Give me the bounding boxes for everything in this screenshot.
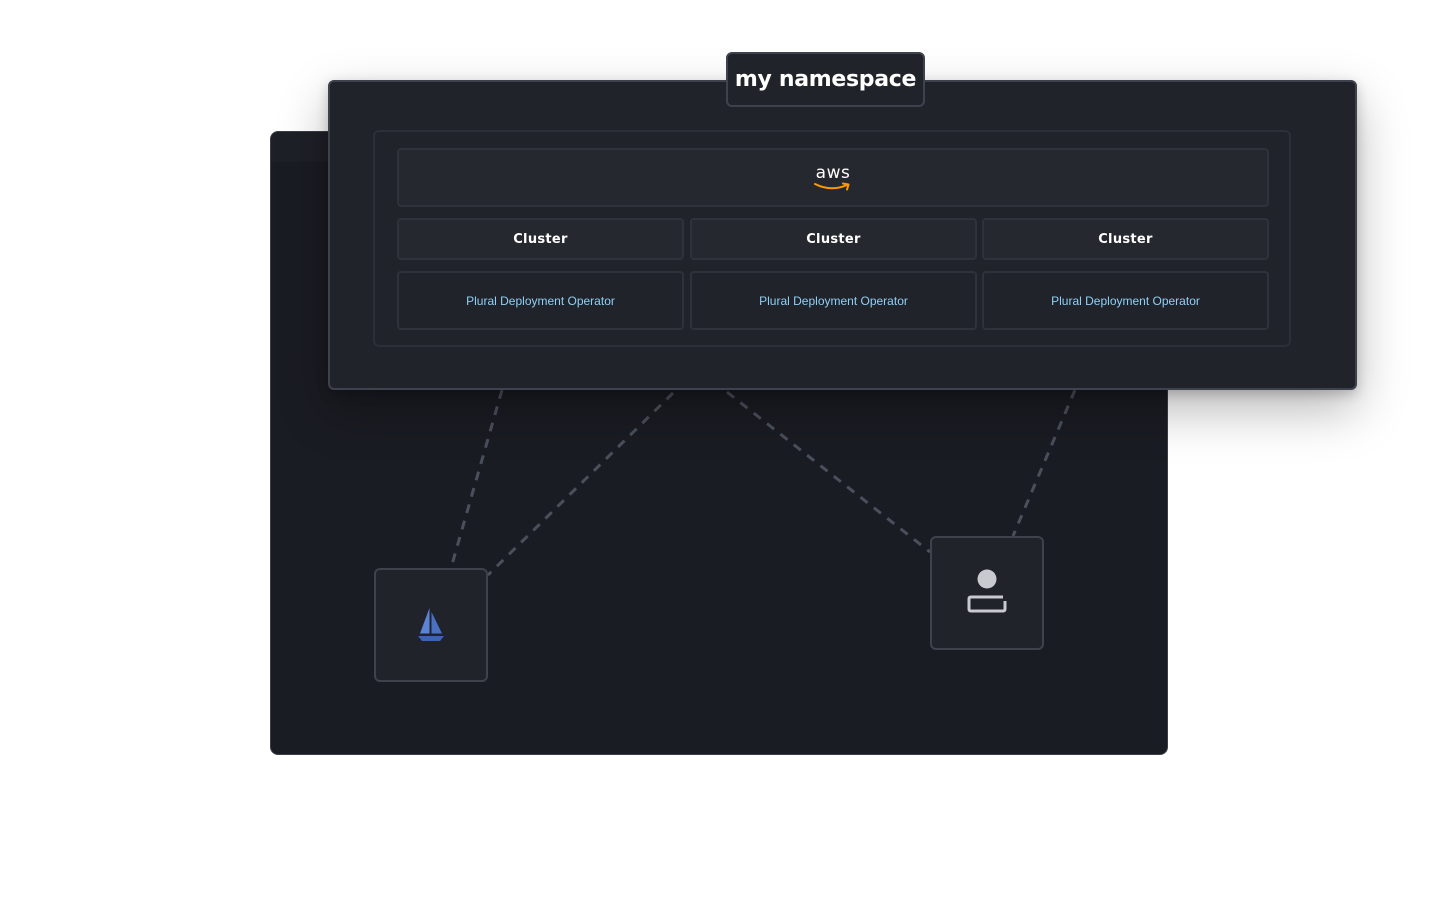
provider-container: aws Cluster Cluster Cluster Plural Deplo… — [373, 130, 1291, 347]
deployment-operator-label: Plural Deployment Operator — [982, 271, 1269, 330]
user-at-terminal-icon — [967, 569, 1007, 613]
sailboat-icon — [418, 608, 444, 641]
namespace-panel: aws Cluster Cluster Cluster Plural Deplo… — [328, 80, 1357, 390]
namespace-title: my namespace — [726, 52, 925, 107]
aws-logo-text: aws — [815, 162, 851, 183]
deployment-operator-label: Plural Deployment Operator — [397, 271, 684, 330]
cluster-label: Cluster — [982, 218, 1269, 260]
aws-logo: aws — [814, 162, 852, 191]
deployment-operator-label: Plural Deployment Operator — [690, 271, 977, 330]
amazon-smile-icon — [814, 182, 850, 190]
cloud-provider-row: aws — [397, 148, 1269, 207]
user-node[interactable] — [930, 536, 1044, 650]
sailboat-node[interactable] — [374, 568, 488, 682]
cluster-label: Cluster — [397, 218, 684, 260]
cluster-label: Cluster — [690, 218, 977, 260]
